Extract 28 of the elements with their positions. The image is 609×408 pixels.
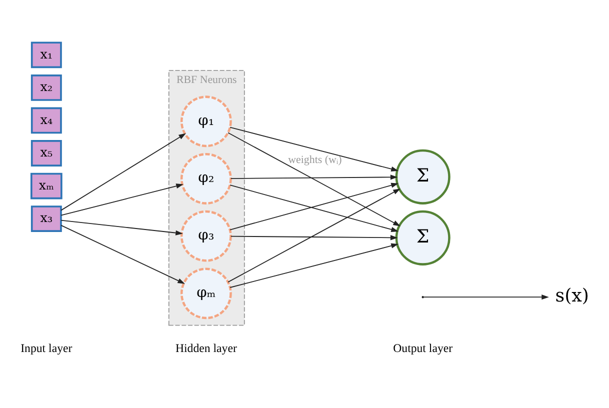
arrow bbox=[60, 220, 183, 236]
arrow bbox=[230, 243, 398, 288]
node-circle: φ₃ bbox=[180, 210, 232, 262]
edge-label: weights (wᵢ) bbox=[288, 154, 342, 166]
node-circle: Σ bbox=[395, 210, 450, 266]
node-box: x₄ bbox=[30, 107, 62, 134]
arrow bbox=[60, 133, 186, 211]
arrow bbox=[60, 184, 184, 216]
node-circle: φ₂ bbox=[180, 153, 232, 204]
arrow bbox=[228, 132, 400, 226]
arrow bbox=[423, 294, 549, 300]
node-box: x₃ bbox=[30, 206, 62, 232]
node-circle: φ₁ bbox=[180, 96, 232, 148]
arrow bbox=[230, 235, 398, 240]
arrow bbox=[230, 174, 398, 180]
node-text: s(x) bbox=[555, 286, 590, 307]
node-box: xₘ bbox=[30, 172, 62, 200]
node-box: x₅ bbox=[30, 140, 62, 166]
arrow bbox=[60, 224, 185, 284]
node-box: x₂ bbox=[30, 74, 62, 101]
label: Input layer bbox=[20, 341, 72, 356]
arrow bbox=[230, 126, 398, 172]
node-box: x₁ bbox=[30, 42, 62, 68]
node-circle: φₘ bbox=[180, 268, 232, 320]
arrow bbox=[228, 188, 400, 282]
label: Output layer bbox=[393, 341, 453, 356]
node-circle: Σ bbox=[395, 149, 450, 204]
label: Hidden layer bbox=[175, 341, 237, 356]
